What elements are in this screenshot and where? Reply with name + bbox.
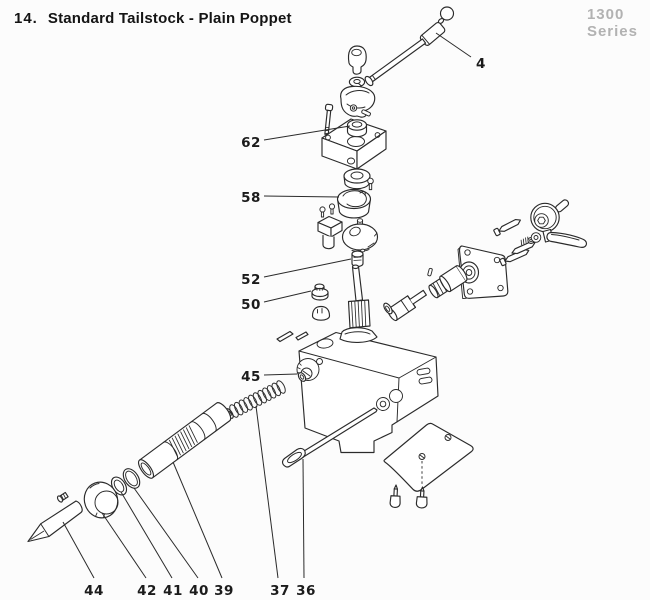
base-plate [383,422,474,492]
clamp-bushing [351,250,364,268]
eccentric-cam [341,223,379,253]
end-plate [457,245,509,299]
part-label-44: 44 [84,583,104,599]
leader-line-52 [263,258,352,278]
clamp-cap [336,188,372,228]
clamp-knob [347,45,367,75]
base-plate-bolts [389,484,428,509]
clamp-cam-lever [340,85,376,118]
part-label-39: 39 [214,583,234,599]
dead-centre [27,500,83,543]
part-label-62: 62 [241,135,261,151]
figure-number: 14. [14,10,38,27]
series-label: 1300 Series [587,6,638,40]
leader-line-4 [435,32,472,58]
eccentric-bracket [317,203,343,250]
leader-line-36 [302,458,305,579]
clamp-washer [348,76,366,88]
part-label-37: 37 [270,583,290,599]
flanged-nut [311,283,329,301]
series-line1: 1300 [586,6,625,23]
figure-title: Standard Tailstock - Plain Poppet [47,10,292,27]
spring-washer [297,372,307,382]
clamp-lever-rod [281,407,378,468]
end-plate-screws [493,218,536,267]
part-labels-layer: 4 62 58 52 50 45 44 42 41 40 39 37 36 [84,56,486,599]
page-title: 14. Standard Tailstock - Plain Poppet [14,10,292,27]
leader-line-39 [172,461,223,579]
part-label-41: 41 [163,583,183,599]
washer-outer [122,468,141,489]
leader-line-42 [101,512,147,579]
feed-screw-assembly [383,265,468,322]
leader-line-50 [263,290,312,303]
collar-on-clamp-block [346,119,368,138]
clamp-block [321,118,387,170]
tailstock-body [296,331,439,454]
part-label-42: 42 [137,583,157,599]
leader-line-62 [263,125,351,141]
part-label-4: 4 [476,56,486,72]
clamp-stud-screw [324,103,334,136]
leader-line-37 [255,405,279,579]
clamp-handle-lever [364,6,455,87]
part-label-58: 58 [241,190,261,206]
leader-line-58 [263,195,340,198]
series-line2: Series [586,23,638,40]
handwheel-handle [542,228,588,248]
quill-barrel [137,402,232,479]
gib-key-strips [276,330,309,343]
clamp-shaft [339,264,378,343]
part-label-50: 50 [241,297,261,313]
leader-line-41 [120,491,173,579]
handwheel [530,199,570,243]
part-label-40: 40 [189,583,209,599]
leader-line-40 [133,487,199,579]
part-label-45: 45 [241,369,261,385]
part-label-36: 36 [296,583,316,599]
part-label-52: 52 [241,272,261,288]
locking-ring [343,168,374,191]
centre-screw [56,491,69,503]
quill-end-cap [83,481,119,519]
leader-lines-layer [62,32,472,579]
leader-line-44 [62,521,95,579]
dome-cap [311,305,331,321]
leader-line-45 [263,373,298,376]
quill-spring [225,380,286,419]
